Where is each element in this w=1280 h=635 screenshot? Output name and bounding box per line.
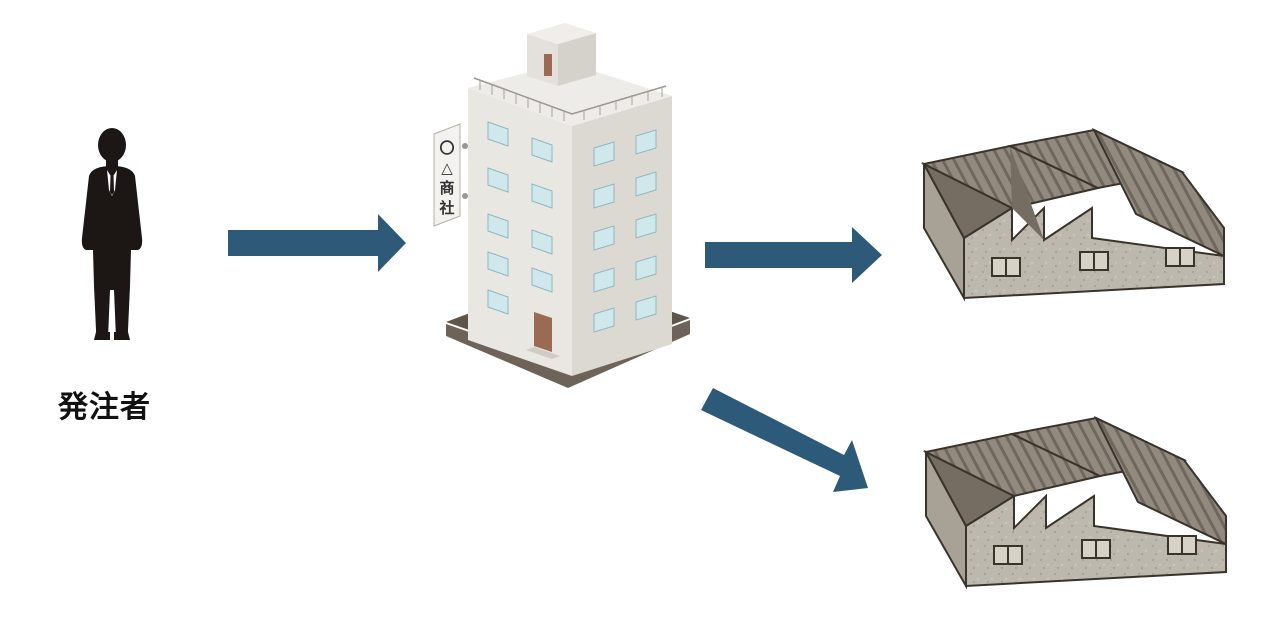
factory-icon bbox=[922, 415, 1227, 590]
sign-char-4: 社 bbox=[438, 199, 454, 217]
arrow-to-company bbox=[228, 214, 406, 272]
arrow-to-factory-2 bbox=[701, 388, 868, 492]
office-building-icon: 〇 △ 商 社 bbox=[433, 23, 690, 388]
orderer-label: 発注者 bbox=[58, 390, 151, 425]
sign-char-3: 商 bbox=[439, 179, 454, 197]
person-silhouette-icon bbox=[81, 128, 143, 340]
sign-char-2: △ bbox=[441, 159, 453, 177]
factory-icon bbox=[920, 127, 1225, 302]
arrow-to-factory-1 bbox=[705, 227, 882, 283]
sign-char-1: 〇 bbox=[439, 139, 454, 157]
